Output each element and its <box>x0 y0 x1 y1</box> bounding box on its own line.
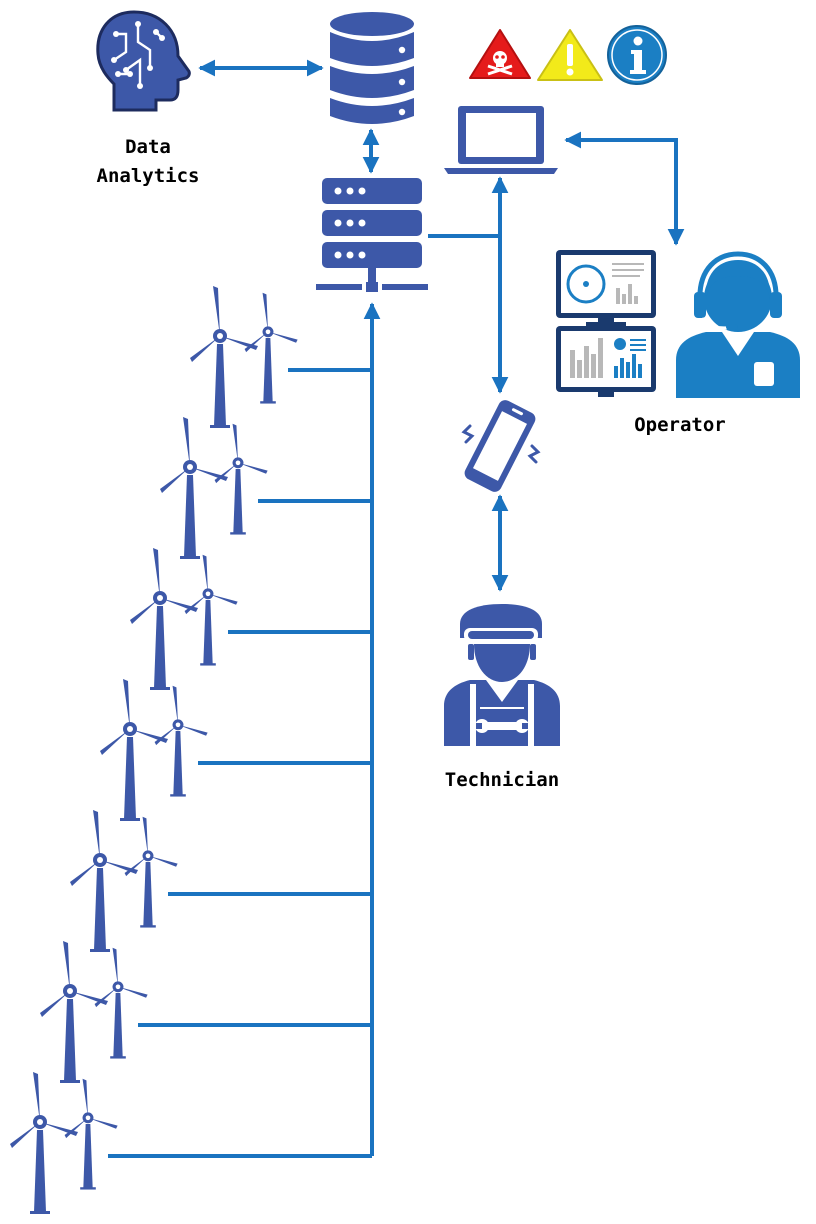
database-icon <box>330 12 414 124</box>
laptop-operator-link <box>564 131 685 246</box>
info-icon <box>607 25 667 85</box>
technician-label: Technician <box>444 769 560 791</box>
data-analytics-label: Data Analytics <box>70 133 226 191</box>
wind-turbine-farm <box>10 286 298 1214</box>
technician-worker-icon <box>444 604 560 746</box>
wind-turbine-icon <box>190 286 298 428</box>
headset-operator-icon <box>676 251 800 398</box>
wind-turbine-icon <box>100 679 208 821</box>
wind-turbine-icon <box>40 941 148 1083</box>
server-rack-icon <box>316 178 428 292</box>
skull-warning-icon <box>469 29 531 79</box>
wind-turbine-icon <box>160 417 268 559</box>
connections <box>108 59 685 1158</box>
operator-label: Operator <box>634 414 726 436</box>
laptop-icon <box>444 106 558 174</box>
data-analytics-label-line2: Analytics <box>96 165 200 187</box>
wind-turbine-icon <box>10 1072 118 1214</box>
wind-turbine-icon <box>130 548 238 690</box>
wind-turbine-icon <box>70 810 178 952</box>
mobile-phone-icon <box>464 400 536 492</box>
data-analytics-label-line1: Data <box>125 136 171 158</box>
dashboard-monitors-icon <box>556 250 656 397</box>
vibration-marks <box>461 424 541 464</box>
brain-circuit-icon <box>96 10 191 112</box>
exclamation-warning-icon <box>537 29 603 81</box>
